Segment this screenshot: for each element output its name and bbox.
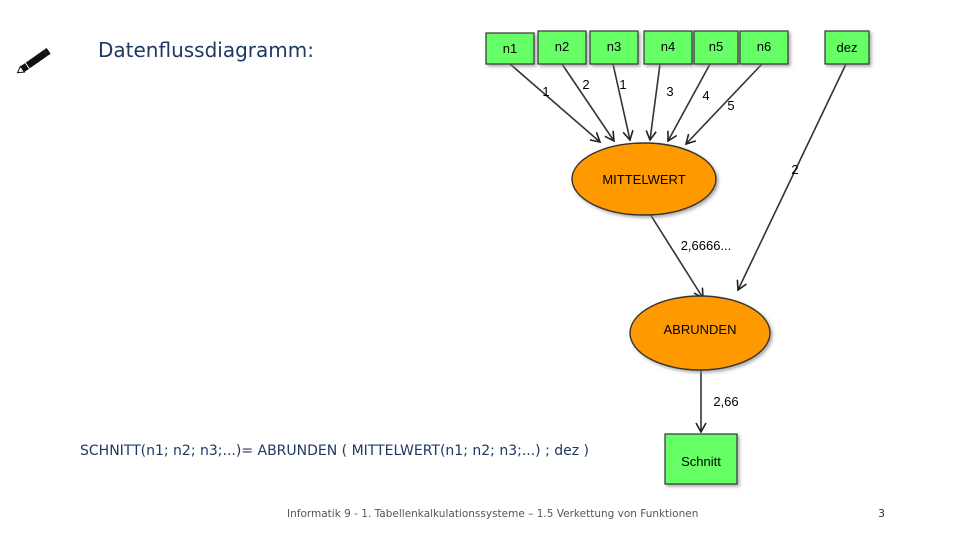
function-node-mittelwert: MITTELWERT (571, 142, 717, 216)
formula-text: SCHNITT(n1; n2; n3;...)= ABRUNDEN ( MITT… (80, 443, 590, 459)
output-value-label: 2,66 (713, 394, 738, 409)
edge-dez (736, 63, 847, 292)
input-label-n5: n5 (709, 39, 723, 54)
value-label-n6: 5 (727, 98, 734, 113)
input-node-n2: n2 (537, 30, 587, 65)
value-label-n3: 1 (619, 77, 626, 92)
input-node-n5: n5 (693, 30, 739, 65)
input-label-n3: n3 (607, 39, 621, 54)
input-node-n1: n1 (485, 32, 535, 65)
slide-title: Datenflussdiagramm: (98, 38, 314, 62)
value-label-n4: 3 (666, 84, 673, 99)
input-node-n3: n3 (589, 30, 639, 65)
input-node-n4: n4 (643, 30, 693, 65)
value-label-n2: 2 (582, 77, 589, 92)
edge-n5 (667, 63, 711, 143)
value-label-n5: 4 (702, 88, 709, 103)
value-label-n1: 1 (542, 84, 549, 99)
input-label-dez: dez (837, 40, 858, 55)
edge-n2 (561, 63, 615, 143)
input-node-dez: dez (824, 30, 870, 65)
input-label-n6: n6 (757, 39, 771, 54)
intermediate-value-label: 2,6666... (681, 238, 732, 253)
function-label-abrunden: ABRUNDEN (664, 322, 737, 337)
footer-text: Informatik 9 - 1. Tabellenkalkulationssy… (287, 508, 699, 520)
input-node-n6: n6 (739, 30, 789, 65)
function-label-mittelwert: MITTELWERT (602, 172, 685, 187)
edge-n6 (684, 63, 763, 146)
edge-n3 (612, 63, 634, 142)
output-node-schnitt: Schnitt (664, 433, 738, 485)
edge-n1 (509, 63, 602, 144)
input-label-n2: n2 (555, 39, 569, 54)
value-label-dez: 2 (791, 162, 798, 177)
output-label-schnitt: Schnitt (681, 454, 721, 469)
function-node-abrunden: ABRUNDEN (629, 295, 771, 371)
edge-n4 (645, 63, 661, 142)
edge-mittelwert-abrunden (649, 213, 704, 300)
input-label-n4: n4 (661, 39, 675, 54)
input-label-n1: n1 (503, 41, 517, 56)
pencil-icon (16, 47, 51, 74)
page-number: 3 (878, 507, 885, 520)
